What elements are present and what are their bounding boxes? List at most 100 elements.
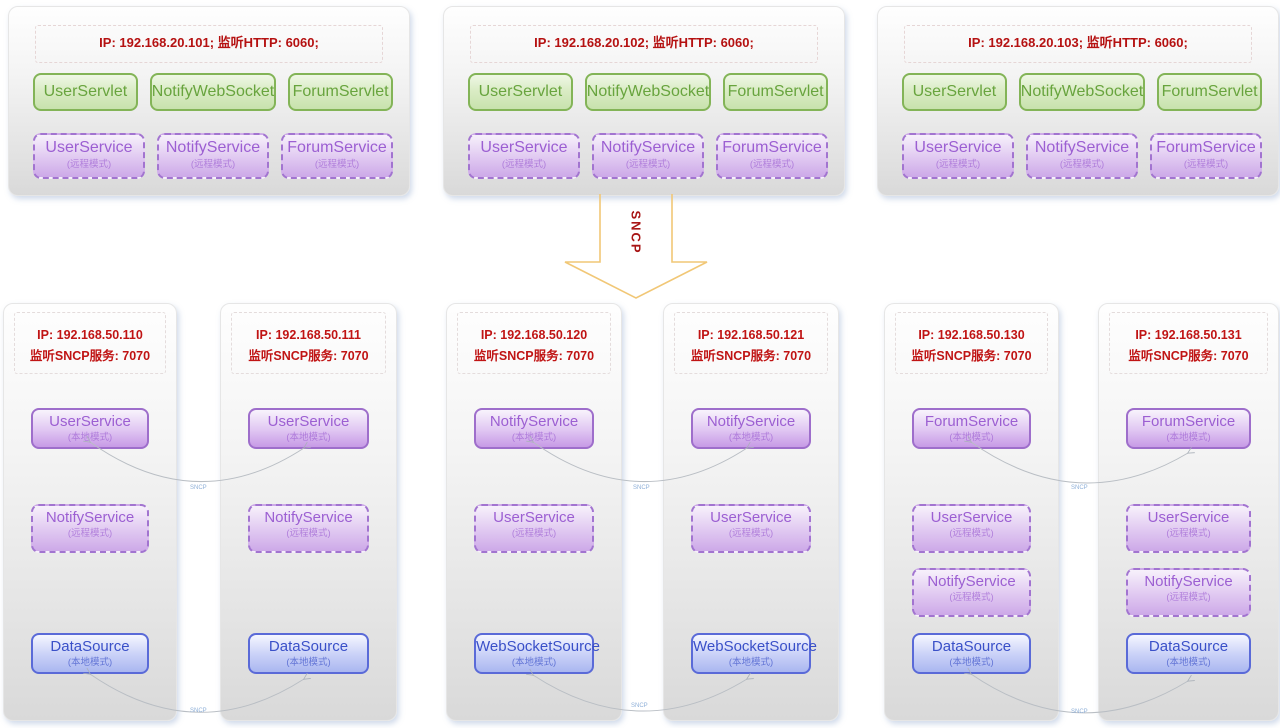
- service-mode: (本地模式): [949, 432, 994, 443]
- service-mode: (远程模式): [511, 528, 557, 539]
- servlet-box: UserServlet: [33, 73, 138, 111]
- http-server-node-102: IP: 192.168.20.102; 监听HTTP: 6060; UserSe…: [443, 6, 845, 196]
- remote-service-box: NotifyService (远程模式): [248, 504, 369, 553]
- ip-http-label: IP: 192.168.20.103; 监听HTTP: 6060;: [904, 25, 1252, 63]
- service-mode: (本地模式): [511, 432, 557, 443]
- servlet-box: ForumServlet: [723, 73, 829, 111]
- service-name: DataSource: [50, 638, 130, 655]
- port-line: 监听SNCP服务: 7070: [690, 349, 812, 364]
- service-mode: (本地模式): [67, 432, 113, 443]
- service-mode: (本地模式): [511, 657, 557, 668]
- local-service-box: NotifyService (本地模式): [691, 408, 811, 449]
- ip-http-label: IP: 192.168.20.101; 监听HTTP: 6060;: [35, 25, 383, 63]
- remote-service-box: UserService (远程模式): [33, 133, 145, 179]
- service-mode: (远程模式): [949, 592, 994, 603]
- remote-service-box: ForumService (远程模式): [1150, 133, 1262, 179]
- ip-line: IP: 192.168.50.120: [480, 328, 588, 342]
- service-name: NotifyService: [1034, 139, 1130, 156]
- http-server-node-101: IP: 192.168.20.101; 监听HTTP: 6060; UserSe…: [8, 6, 410, 196]
- ip-http-label: IP: 192.168.20.102; 监听HTTP: 6060;: [470, 25, 818, 63]
- service-name: WebSocketSource: [693, 638, 817, 655]
- service-mode: (远程模式): [1166, 528, 1211, 539]
- ip-line: IP: 192.168.50.130: [918, 328, 1025, 342]
- ip-sncp-label: IP: 192.168.50.110 监听SNCP服务: 7070: [14, 312, 166, 374]
- service-mode: (本地模式): [286, 432, 331, 443]
- servlet-box: NotifyWebSocket: [149, 73, 277, 111]
- datasource-box: DataSource (本地模式): [31, 633, 149, 674]
- connector-label: SNCP: [190, 708, 207, 714]
- servlet-row: UserServlet NotifyWebSocket ForumServlet: [468, 73, 829, 111]
- sncp-server-node-120: IP: 192.168.50.120 监听SNCP服务: 7070 Notify…: [446, 303, 622, 721]
- port-line: 监听SNCP服务: 7070: [29, 349, 151, 364]
- servlet-box: NotifyWebSocket: [1018, 73, 1146, 111]
- port-line: 监听SNCP服务: 7070: [248, 349, 369, 364]
- service-row: UserService (远程模式) NotifyService (远程模式) …: [33, 133, 393, 179]
- sncp-arrow-label: SNCP: [628, 210, 644, 255]
- servlet-box: UserServlet: [468, 73, 573, 111]
- local-service-box: NotifyService (本地模式): [474, 408, 594, 449]
- remote-service-box: UserService (远程模式): [474, 504, 594, 553]
- service-name: DataSource: [931, 638, 1012, 655]
- sncp-server-node-121: IP: 192.168.50.121 监听SNCP服务: 7070 Notify…: [663, 303, 839, 721]
- service-name: NotifyService: [706, 413, 796, 430]
- datasource-box: DataSource (本地模式): [912, 633, 1031, 674]
- local-service-box: UserService (本地模式): [31, 408, 149, 449]
- service-mode: (远程模式): [949, 528, 994, 539]
- service-mode: (远程模式): [67, 528, 113, 539]
- remote-service-box: ForumService (远程模式): [281, 133, 393, 179]
- servlet-box: ForumServlet: [288, 73, 394, 111]
- service-mode: (远程模式): [286, 528, 331, 539]
- ip-sncp-label: IP: 192.168.50.131 监听SNCP服务: 7070: [1109, 312, 1268, 374]
- servlet-row: UserServlet NotifyWebSocket ForumServlet: [33, 73, 394, 111]
- service-name: DataSource: [1148, 638, 1229, 655]
- service-name: UserService: [914, 139, 1002, 156]
- remote-service-box: NotifyService (远程模式): [1126, 568, 1251, 617]
- port-line: 监听SNCP服务: 7070: [1128, 349, 1249, 364]
- service-mode: (本地模式): [1166, 432, 1211, 443]
- service-mode: (本地模式): [949, 657, 994, 668]
- ip-line: IP: 192.168.50.121: [697, 328, 805, 342]
- service-mode: (远程模式): [190, 159, 236, 170]
- service-mode: (远程模式): [625, 159, 671, 170]
- remote-service-box: NotifyService (远程模式): [592, 133, 704, 179]
- local-service-box: UserService (本地模式): [248, 408, 369, 449]
- remote-service-box: NotifyService (远程模式): [31, 504, 149, 553]
- datasource-box: DataSource (本地模式): [248, 633, 369, 674]
- service-name: WebSocketSource: [476, 638, 600, 655]
- service-mode: (远程模式): [749, 159, 795, 170]
- service-name: NotifyService: [45, 509, 135, 526]
- service-name: UserService: [1147, 509, 1230, 526]
- service-mode: (远程模式): [728, 528, 774, 539]
- remote-service-box: UserService (远程模式): [902, 133, 1014, 179]
- service-name: UserService: [267, 413, 350, 430]
- http-server-node-103: IP: 192.168.20.103; 监听HTTP: 6060; UserSe…: [877, 6, 1279, 196]
- service-name: ForumService: [1141, 413, 1236, 430]
- service-name: UserService: [493, 509, 575, 526]
- service-name: NotifyService: [927, 573, 1016, 590]
- service-name: NotifyService: [264, 509, 353, 526]
- websocketsource-box: WebSocketSource (本地模式): [691, 633, 817, 674]
- service-name: ForumService: [924, 413, 1019, 430]
- service-name: NotifyService: [600, 139, 696, 156]
- remote-service-box: NotifyService (远程模式): [912, 568, 1031, 617]
- service-mode: (远程模式): [935, 159, 981, 170]
- service-mode: (远程模式): [1166, 592, 1211, 603]
- ip-line: IP: 192.168.50.111: [256, 328, 361, 342]
- remote-service-box: UserService (远程模式): [912, 504, 1031, 553]
- service-mode: (远程模式): [501, 159, 547, 170]
- service-name: ForumService: [1156, 139, 1256, 156]
- servlet-box: UserServlet: [902, 73, 1007, 111]
- service-mode: (远程模式): [1183, 159, 1229, 170]
- service-name: NotifyService: [489, 413, 579, 430]
- connector-label: SNCP: [1071, 709, 1088, 715]
- service-name: UserService: [710, 509, 792, 526]
- connector-label: SNCP: [1071, 485, 1088, 491]
- local-service-box: ForumService (本地模式): [1126, 408, 1251, 449]
- remote-service-box: UserService (远程模式): [1126, 504, 1251, 553]
- service-name: ForumService: [287, 139, 387, 156]
- service-mode: (本地模式): [67, 657, 113, 668]
- ip-line: IP: 192.168.50.131: [1135, 328, 1242, 342]
- service-name: UserService: [930, 509, 1013, 526]
- service-name: NotifyService: [165, 139, 261, 156]
- local-service-box: ForumService (本地模式): [912, 408, 1031, 449]
